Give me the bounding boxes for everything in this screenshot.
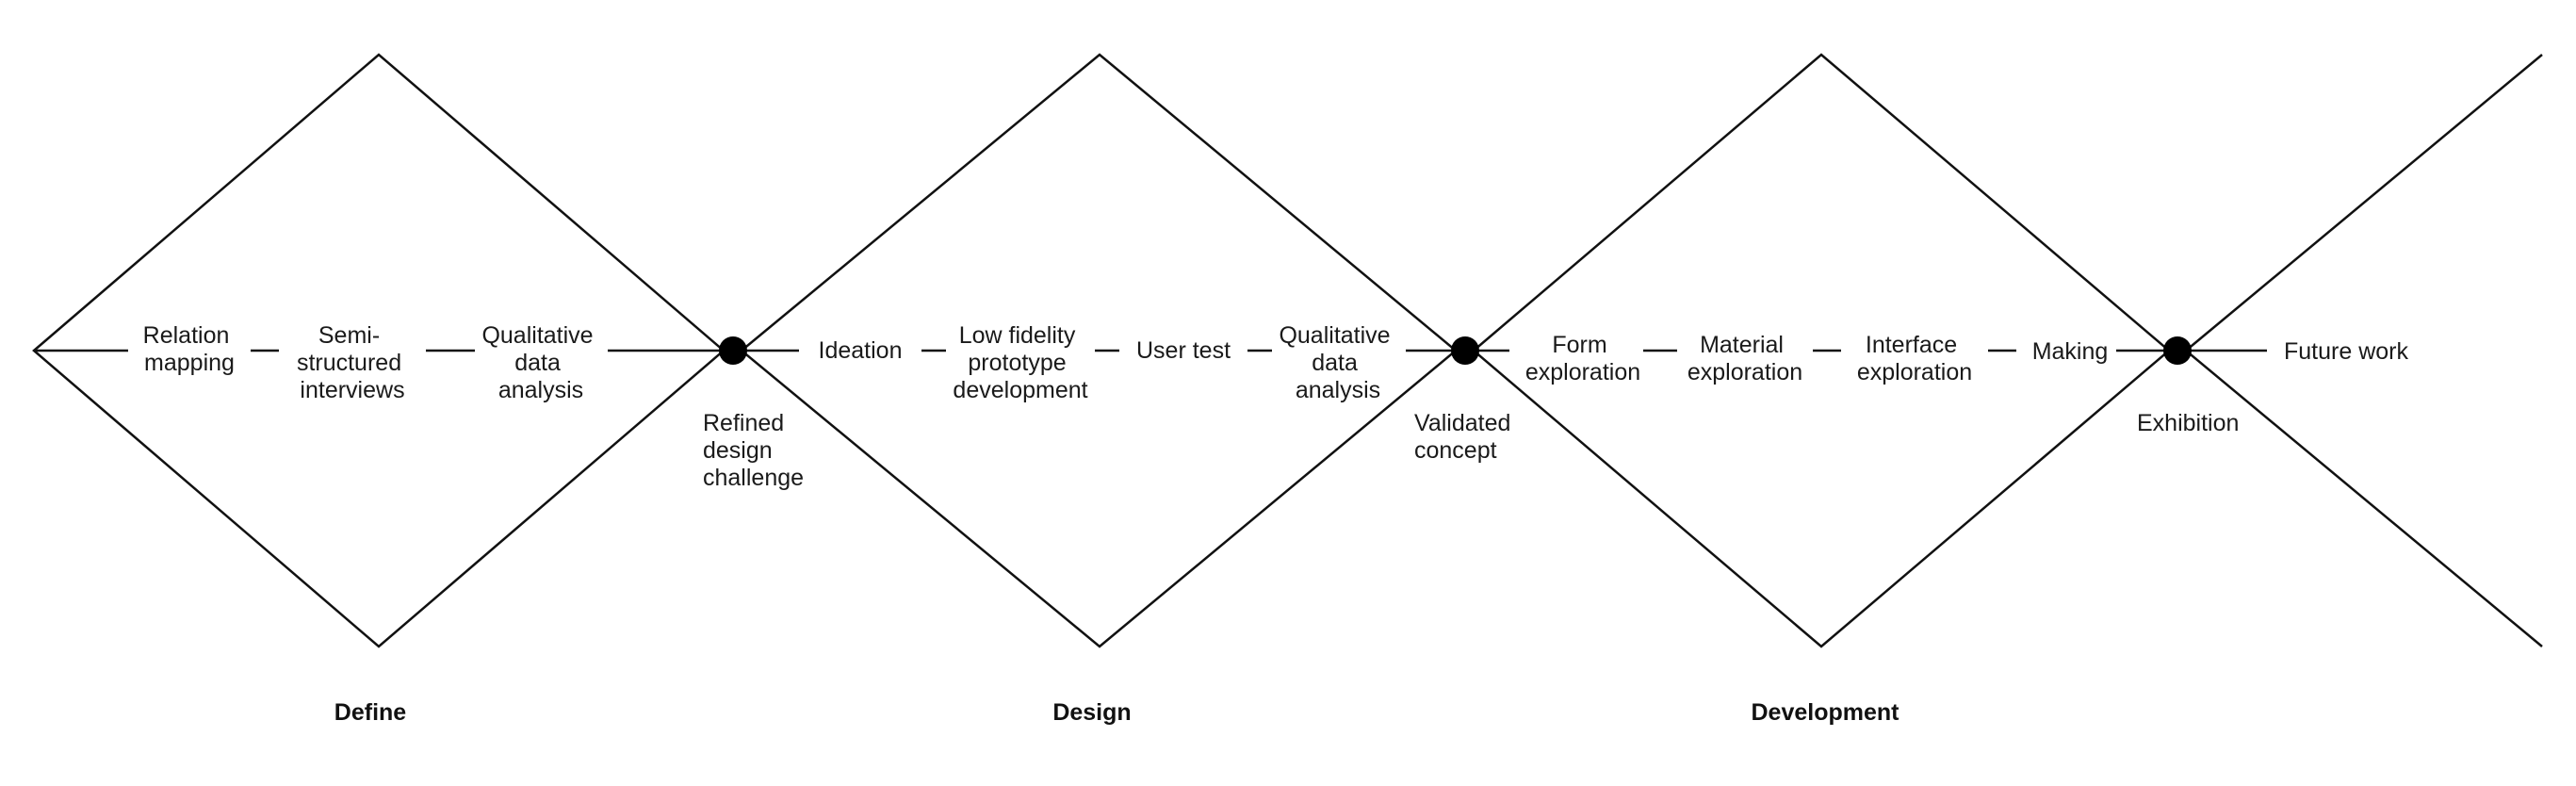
step-qualitative-data-analysis-define: Qualitative data analysis [481, 322, 599, 403]
future-diverge-line-top [2185, 54, 2543, 352]
milestone-node-validated-concept [1451, 336, 1479, 365]
step-qualitative-data-analysis-design: Qualitative data analysis [1279, 322, 1396, 403]
future-diverge-line-bottom [2185, 350, 2543, 647]
milestone-label-exhibition: Exhibition [2137, 410, 2239, 436]
milestone-node-refined-design-challenge [719, 336, 747, 365]
step-future-work: Future work [2284, 338, 2408, 365]
step-form-exploration: Form exploration [1525, 332, 1640, 385]
step-user-test: User test [1136, 337, 1231, 364]
phase-title-define: Define [334, 699, 407, 726]
step-relation-mapping: Relation mapping [143, 322, 236, 376]
milestone-label-refined-design-challenge: Refined design challenge [703, 410, 804, 491]
step-making: Making [2032, 338, 2109, 365]
milestone-label-validated-concept: Validated concept [1414, 410, 1517, 464]
step-material-exploration: Material exploration [1687, 332, 1802, 385]
milestone-node-exhibition [2163, 336, 2192, 365]
phase-title-development: Development [1752, 699, 1900, 726]
step-interface-exploration: Interface exploration [1857, 332, 1972, 385]
step-semi-structured-interviews: Semi- structured interviews [297, 322, 408, 403]
phase-title-design: Design [1052, 699, 1131, 726]
step-ideation: Ideation [819, 337, 903, 364]
step-low-fidelity-prototype-development: Low fidelity prototype development [953, 322, 1087, 403]
